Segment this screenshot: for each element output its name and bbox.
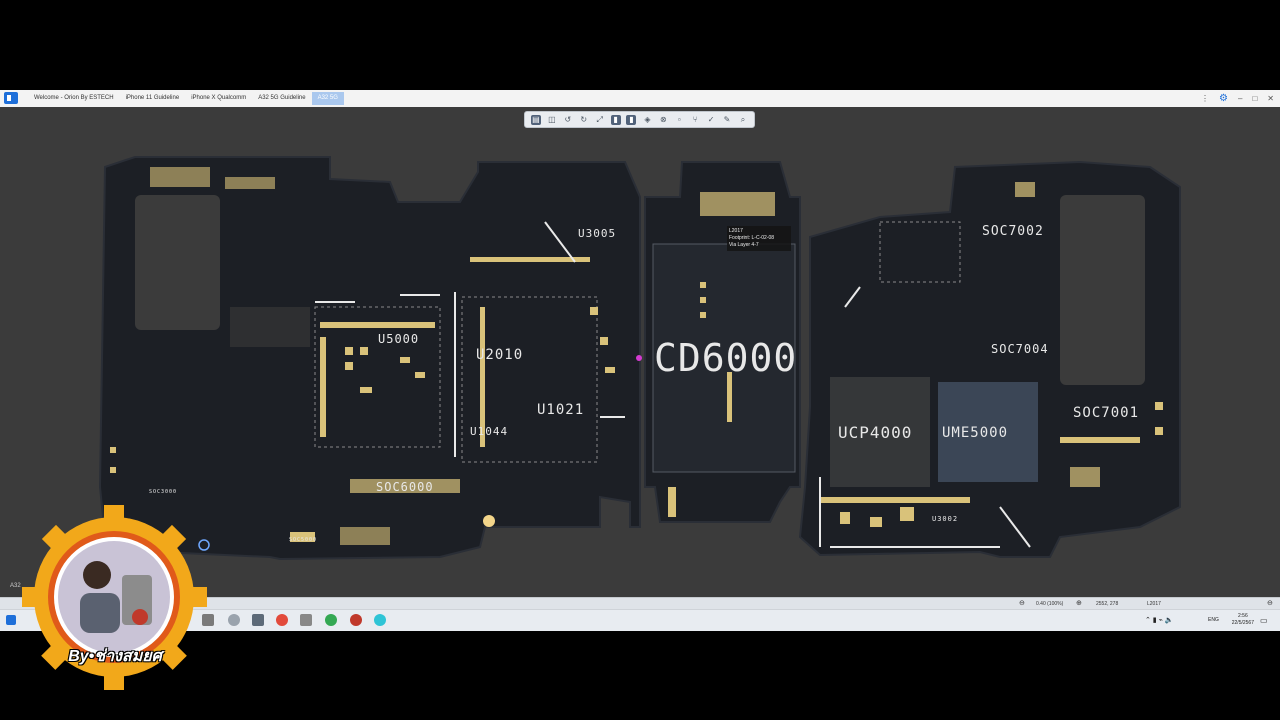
probe-icon[interactable]: ⑂ <box>692 114 698 124</box>
app-icon-7[interactable] <box>350 614 362 626</box>
label-soc7004[interactable]: SOC7004 <box>991 342 1049 356</box>
layout-icon[interactable]: ▤ <box>530 114 541 125</box>
label-u1021[interactable]: U1021 <box>537 402 585 418</box>
windows-start-icon[interactable] <box>6 615 16 625</box>
label-ume5000[interactable]: UME5000 <box>942 425 1009 441</box>
bottom-layer-icon[interactable]: ▮ <box>626 114 637 125</box>
label-cd6000[interactable]: CD6000 <box>654 336 798 380</box>
chrome-icon[interactable] <box>276 614 288 626</box>
tab-bar: Welcome - Orion By ESTECH iPhone 11 Guid… <box>0 90 1280 108</box>
zoom-level-icon[interactable]: ▫ <box>677 114 681 124</box>
minus-icon[interactable]: ⊖ <box>1267 600 1273 607</box>
fit-icon[interactable]: ⤢ <box>596 114 603 124</box>
tab-welcome[interactable]: Welcome - Orion By ESTECH <box>34 95 114 101</box>
tray-language[interactable]: ENG <box>1208 617 1219 623</box>
label-soc7002[interactable]: SOC7002 <box>982 224 1044 239</box>
window-controls: ⋮ ⚙ – □ ✕ <box>1201 90 1274 107</box>
watermark-logo <box>22 505 207 690</box>
zoom-value: 0.40 (100%) <box>1036 601 1064 607</box>
tab-iphone-11[interactable]: iPhone 11 Guideline <box>125 95 180 101</box>
os-taskbar: ⌃ ▮ ⌁ 🔈 ENG 2:56 22/5/2567 ▭ <box>0 609 1280 631</box>
board-canvas[interactable]: ▤ ◫ ↺ ↻ ⤢ ▮ ▮ ◈ ⊗ ▫ ⑂ ✓ ✎ ⌕ CD6000 U2010… <box>0 107 1280 597</box>
zoom-in-icon[interactable]: ⊕ <box>1076 600 1082 607</box>
tooltip-ref: L2017 <box>729 228 743 234</box>
system-clock[interactable]: 2:56 22/5/2567 <box>1232 613 1254 627</box>
app-icon-5[interactable] <box>300 614 312 626</box>
label-u3002[interactable]: U3002 <box>932 515 959 523</box>
net-icon[interactable]: ⊗ <box>659 114 667 124</box>
label-u3005[interactable]: U3005 <box>578 227 617 240</box>
rotate-right-icon[interactable]: ↻ <box>580 114 588 124</box>
label-ucp4000[interactable]: UCP4000 <box>838 423 913 442</box>
calculator-icon[interactable] <box>252 614 264 626</box>
camera-app-icon[interactable] <box>202 614 214 626</box>
label-u1044[interactable]: U1044 <box>470 425 509 438</box>
maximize-button[interactable]: □ <box>1252 94 1258 103</box>
tab-a32-guideline[interactable]: A32 5G Guideline <box>258 95 306 101</box>
settings-icon[interactable]: ✎ <box>723 114 731 124</box>
component-tooltip: L2017 Footprint: L-C-02-08 Via Layer 4-7 <box>727 226 791 251</box>
clock-date: 22/5/2567 <box>1231 620 1254 626</box>
app-logo-icon[interactable] <box>4 92 18 104</box>
tab-iphone-x[interactable]: iPhone X Qualcomm <box>191 95 247 101</box>
zoom-out-icon[interactable]: ⊖ <box>1019 600 1025 607</box>
selected-component: L2017 <box>1147 601 1161 607</box>
app-icon-2[interactable] <box>228 614 240 626</box>
label-u2010[interactable]: U2010 <box>476 347 524 363</box>
minimize-button[interactable]: – <box>1238 94 1243 103</box>
tray-icons[interactable]: ⌃ ▮ ⌁ 🔈 <box>1145 617 1174 624</box>
view-toolbar: ▤ ◫ ↺ ↻ ⤢ ▮ ▮ ◈ ⊗ ▫ ⑂ ✓ ✎ ⌕ <box>524 111 755 128</box>
watermark-text: By•ช่างสมยศ <box>68 648 162 665</box>
notification-icon[interactable]: ▭ <box>1260 616 1268 625</box>
layers-icon[interactable]: ◈ <box>644 114 651 124</box>
label-soc3000[interactable]: SOC3000 <box>149 489 178 495</box>
tooltip-footprint: Footprint: L-C-02-08 <box>729 235 775 241</box>
split-icon[interactable]: ◫ <box>548 114 556 124</box>
label-u5000[interactable]: U5000 <box>378 332 420 346</box>
tooltip-via: Via Layer 4-7 <box>729 242 759 248</box>
search-icon[interactable]: ⌕ <box>740 114 746 124</box>
close-button[interactable]: ✕ <box>1267 94 1274 103</box>
measure-icon[interactable]: ✓ <box>707 114 715 124</box>
cursor-coords: 2552, 278 <box>1096 601 1119 607</box>
rotate-left-icon[interactable]: ↺ <box>564 114 572 124</box>
status-bar: ⊖ 0.40 (100%) ⊕ 2552, 278 L2017 ⊖ <box>0 597 1280 610</box>
orion-app-icon[interactable] <box>374 614 386 626</box>
pcb-board[interactable] <box>0 107 1280 597</box>
chrome-alt-icon[interactable] <box>325 614 337 626</box>
tab-a32-5g[interactable]: A32 5G <box>311 92 344 105</box>
label-soc5000[interactable]: SOC5000 <box>289 537 318 543</box>
top-layer-icon[interactable]: ▮ <box>610 114 621 125</box>
board-name-label: A32 <box>10 583 21 589</box>
more-icon[interactable]: ⋮ <box>1201 94 1210 103</box>
document-tabs: Welcome - Orion By ESTECH iPhone 11 Guid… <box>28 92 344 105</box>
label-soc7001[interactable]: SOC7001 <box>1073 405 1140 421</box>
label-soc6000[interactable]: SOC6000 <box>376 480 434 494</box>
gear-icon[interactable]: ⚙ <box>1219 93 1228 104</box>
clock-time: 2:56 <box>1238 613 1248 619</box>
